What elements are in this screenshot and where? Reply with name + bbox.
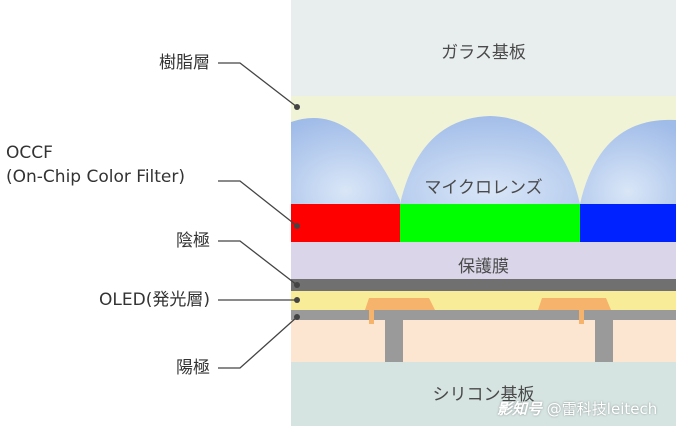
protective-film-label: 保護膜 [458, 257, 509, 277]
green-filter [400, 204, 580, 242]
protective-film-layer [291, 242, 676, 279]
pixel-electrodes [365, 298, 611, 324]
oled-label: OLED(発光層) [99, 290, 210, 310]
microlens-left [291, 118, 400, 204]
cathode-leader-dot [294, 282, 300, 288]
red-filter [291, 204, 400, 242]
blue-filter [580, 204, 676, 242]
pixel-electrode-2 [538, 298, 611, 310]
microlens-right [580, 119, 676, 204]
resin-layer-label: 樹脂層 [159, 53, 210, 73]
silicon-wiring-layer [291, 320, 676, 362]
glass-substrate-layer [291, 0, 676, 96]
glass-substrate-label: ガラス基板 [441, 43, 526, 63]
anode-label: 陽極 [176, 358, 210, 378]
oled-leader-dot [294, 297, 300, 303]
watermark-handle: @雷科技leitech [546, 400, 658, 418]
cathode-label: 陰極 [176, 231, 210, 251]
silicon-substrate-layer [291, 362, 676, 426]
via-2 [595, 320, 613, 362]
microlens-label: マイクロレンズ [424, 178, 543, 198]
watermark-logo: 影知号 [497, 400, 543, 418]
resin-leader-dot [294, 104, 300, 110]
anode-leader-dot [294, 314, 300, 320]
pixel-electrode-1 [365, 298, 435, 310]
anode-layer [291, 310, 676, 320]
occf-label-line2: (On-Chip Color Filter) [6, 167, 186, 187]
leader-lines [218, 62, 298, 369]
via-1 [385, 320, 403, 362]
oled-layer [291, 291, 676, 310]
cathode-layer [291, 279, 676, 291]
watermark: 影知号 @雷科技leitech [497, 398, 657, 419]
occf-leader-dot [294, 223, 300, 229]
silicon-substrate-label: シリコン基板 [432, 385, 535, 405]
microlens-array [291, 116, 676, 204]
microlens-middle [400, 116, 580, 204]
occf-label-line1: OCCF [6, 143, 53, 163]
